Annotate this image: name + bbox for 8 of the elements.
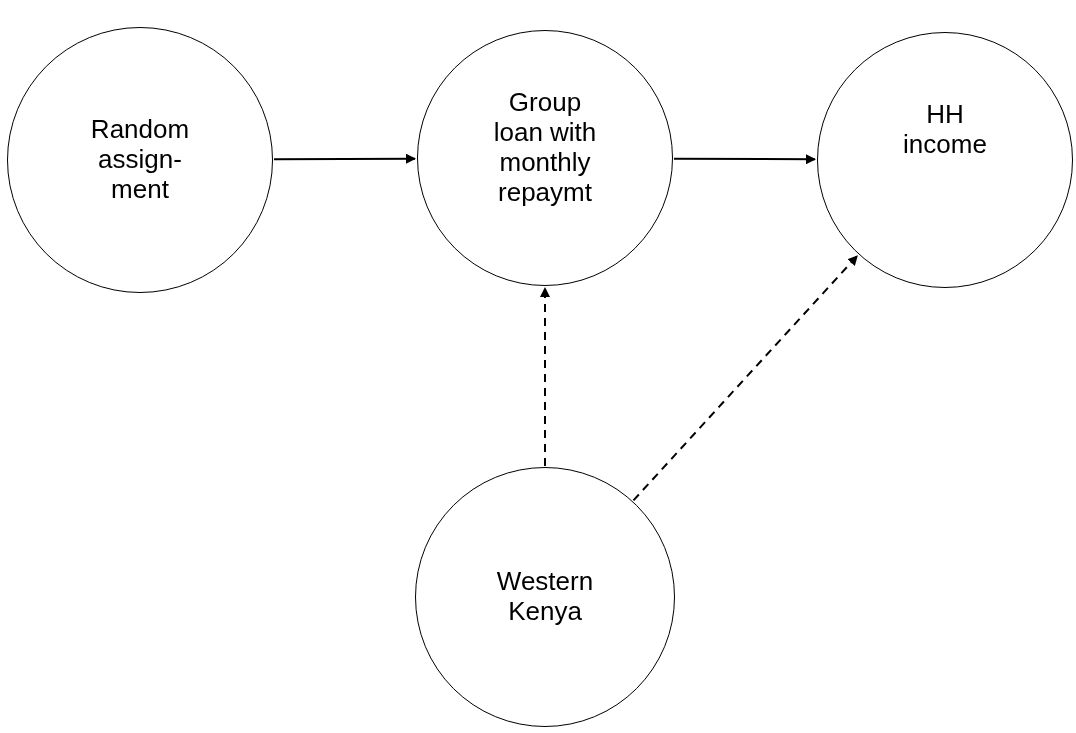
node-label: HH income [902,100,988,160]
node-label: Random assign- ment [89,115,191,205]
arrow [540,287,550,467]
arrow [673,154,816,165]
arrow [273,153,416,164]
arrow [632,254,859,502]
node-label: Group loan with monthly repaymt [492,88,598,208]
node-label: Western Kenya [495,567,595,627]
